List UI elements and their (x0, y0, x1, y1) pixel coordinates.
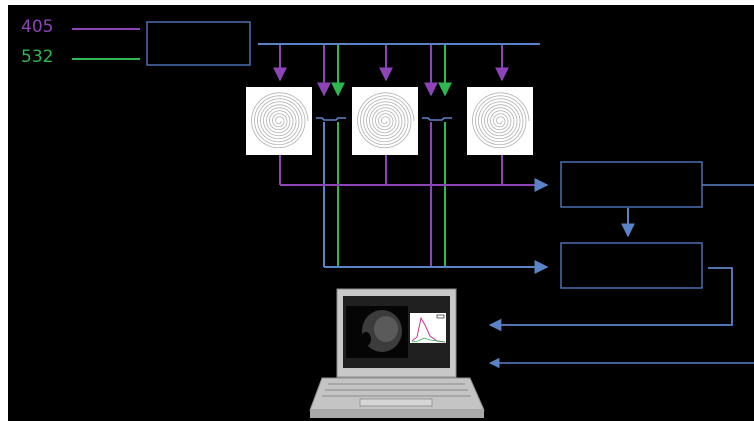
lower-detector-box (560, 242, 703, 289)
coil-panel-2 (352, 87, 418, 155)
fiber-coil-icon (251, 92, 309, 149)
fiber-coil-icon (472, 92, 530, 149)
tissue-blob-core (374, 316, 398, 342)
laser-inputs (72, 28, 140, 60)
coupler-2 (422, 117, 452, 121)
fiber-coils (246, 87, 533, 155)
plot-legend (436, 314, 445, 319)
coil-panel-1 (246, 87, 312, 155)
lower-box-return-path (488, 267, 733, 332)
fiber-coil-icon (357, 92, 415, 149)
plot-curve-green (411, 337, 446, 343)
laptop-icon (309, 288, 485, 418)
trackpad (359, 398, 433, 407)
laptop-front-edge (310, 410, 484, 418)
green-wavelength-label: 532 (21, 47, 54, 67)
tissue-notch (361, 332, 371, 346)
coil-feed-arrows (273, 45, 509, 97)
coil-panel-3 (467, 87, 533, 155)
coupler-1 (316, 117, 346, 121)
source-box (146, 21, 251, 66)
coil-couplers (316, 117, 452, 121)
violet-wavelength-label: 405 (21, 17, 54, 37)
vertical-fibers (279, 122, 503, 267)
